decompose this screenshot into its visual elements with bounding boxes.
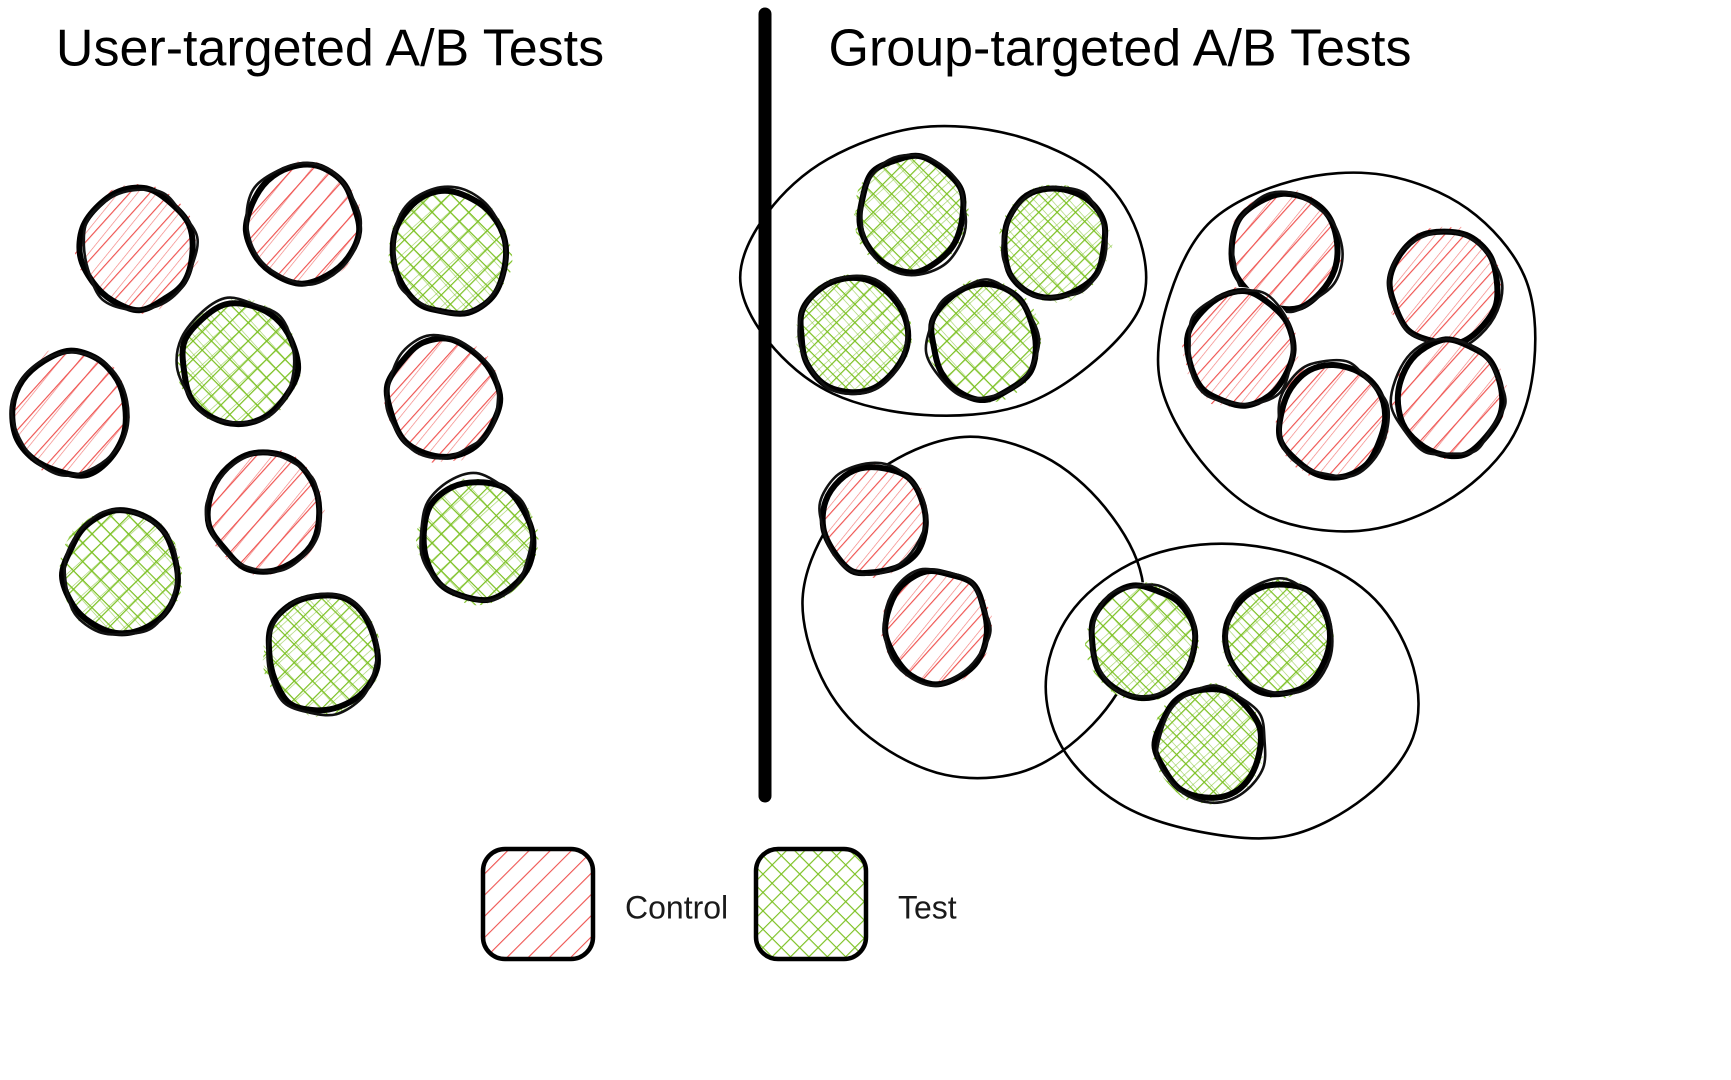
- unit-control: [818, 461, 929, 579]
- unit-outline-sketch: [882, 567, 992, 687]
- unit-outline-sketch: [1389, 337, 1507, 456]
- legend-label-test: Test: [898, 889, 957, 925]
- unit-control: [1275, 358, 1391, 481]
- left-panel-title: User-targeted A/B Tests: [56, 20, 604, 78]
- unit-fill-overlay: [1155, 689, 1264, 805]
- group-boundary: [801, 435, 1146, 780]
- unit-outline-sketch: [1224, 576, 1334, 696]
- unit-test: [1151, 683, 1267, 805]
- unit-outline-sketch: [860, 153, 968, 277]
- unit-outline: [1228, 190, 1341, 313]
- group-cluster: [738, 124, 1148, 417]
- unit-outline-sketch: [392, 185, 508, 315]
- right-panel-title: Group-targeted A/B Tests: [829, 20, 1412, 78]
- unit-control: [9, 347, 131, 479]
- unit-fill-overlay: [391, 188, 510, 313]
- unit-outline-sketch: [204, 451, 322, 573]
- unit-test: [262, 592, 382, 718]
- unit-fill-overlay: [1221, 577, 1332, 692]
- unit-outline-sketch: [245, 161, 363, 286]
- unit-fill-overlay: [824, 466, 929, 576]
- unit-fill-overlay: [1088, 583, 1198, 699]
- unit-control: [1228, 189, 1344, 314]
- unit-fill-overlay: [1394, 337, 1508, 456]
- unit-fill-overlay: [1388, 225, 1499, 348]
- group-cluster: [801, 435, 1146, 780]
- unit-fill-overlay: [389, 340, 499, 463]
- group-boundary: [1044, 542, 1420, 840]
- unit-outline-sketch: [1089, 583, 1197, 698]
- unit-fill-overlay: [205, 456, 325, 577]
- unit-fill-overlay: [63, 508, 180, 634]
- unit-outline: [1222, 581, 1334, 698]
- unit-fill-overlay: [80, 183, 199, 312]
- unit-outline-sketch: [419, 471, 534, 603]
- unit-test: [415, 471, 539, 606]
- unit-test: [59, 507, 183, 637]
- unit-outline: [856, 152, 967, 276]
- unit-fill-overlay: [1230, 189, 1340, 305]
- unit-outline-sketch: [1188, 289, 1294, 406]
- group-cluster: [1044, 542, 1420, 840]
- unit-control: [74, 183, 199, 314]
- unit-test: [175, 296, 302, 428]
- unit-outline: [1275, 361, 1389, 481]
- unit-test: [795, 274, 913, 396]
- unit-test: [388, 185, 513, 317]
- unit-outline-sketch: [1230, 190, 1344, 314]
- unit-outline-sketch: [82, 188, 199, 312]
- unit-fill-overlay: [247, 160, 361, 284]
- group-targeted-groups-layer: [738, 124, 1537, 840]
- group-cluster: [1156, 171, 1537, 533]
- unit-fill-overlay: [416, 478, 534, 604]
- unit-fill-overlay: [853, 154, 967, 270]
- unit-control: [1389, 336, 1508, 460]
- unit-test: [1221, 576, 1335, 700]
- unit-fill-overlay: [180, 298, 302, 425]
- legend-swatch-fill-test: [756, 849, 866, 959]
- unit-outline-sketch: [63, 508, 179, 636]
- group-boundary: [1156, 171, 1537, 533]
- unit-control: [1182, 286, 1299, 409]
- unit-fill-overlay: [1279, 362, 1390, 479]
- unit-outline-sketch: [175, 296, 296, 424]
- unit-control: [880, 567, 993, 688]
- user-targeted-units-layer: [9, 160, 539, 718]
- unit-fill-overlay: [1004, 184, 1113, 304]
- unit-outline: [383, 335, 504, 460]
- legend-swatch-outline-test: [753, 846, 869, 962]
- unit-outline-sketch: [818, 461, 928, 576]
- unit-outline-sketch: [1001, 186, 1108, 300]
- unit-test: [1085, 582, 1199, 702]
- legend-item-control: Control: [480, 846, 728, 962]
- legend-label-control: Control: [625, 889, 728, 925]
- unit-test: [924, 278, 1042, 404]
- unit-outline-sketch: [266, 592, 379, 717]
- unit-test: [999, 184, 1113, 304]
- unit-fill-overlay: [1183, 290, 1299, 407]
- unit-control: [1386, 225, 1504, 350]
- legend-swatch-fill-control: [483, 849, 593, 959]
- unit-fill-overlay: [795, 275, 909, 393]
- unit-outline: [1151, 686, 1264, 801]
- unit-outline-sketch: [10, 351, 130, 478]
- unit-fill-overlay: [11, 348, 130, 476]
- unit-outline-sketch: [924, 278, 1041, 400]
- unit-outline-sketch: [1277, 358, 1391, 478]
- unit-outline-sketch: [1155, 684, 1267, 805]
- unit-fill-overlay: [882, 570, 993, 682]
- unit-control: [204, 449, 325, 577]
- unit-control: [383, 333, 504, 464]
- unit-fill-overlay: [931, 282, 1038, 399]
- unit-control: [242, 160, 363, 287]
- unit-fill-overlay: [262, 594, 380, 718]
- group-boundary: [738, 124, 1148, 417]
- unit-test: [853, 152, 969, 277]
- unit-outline-sketch: [797, 274, 910, 396]
- legend: Control Test: [480, 846, 957, 962]
- unit-outline-sketch: [384, 333, 500, 460]
- legend-swatch-outline-control: [480, 846, 596, 962]
- legend-item-test: Test: [753, 846, 957, 962]
